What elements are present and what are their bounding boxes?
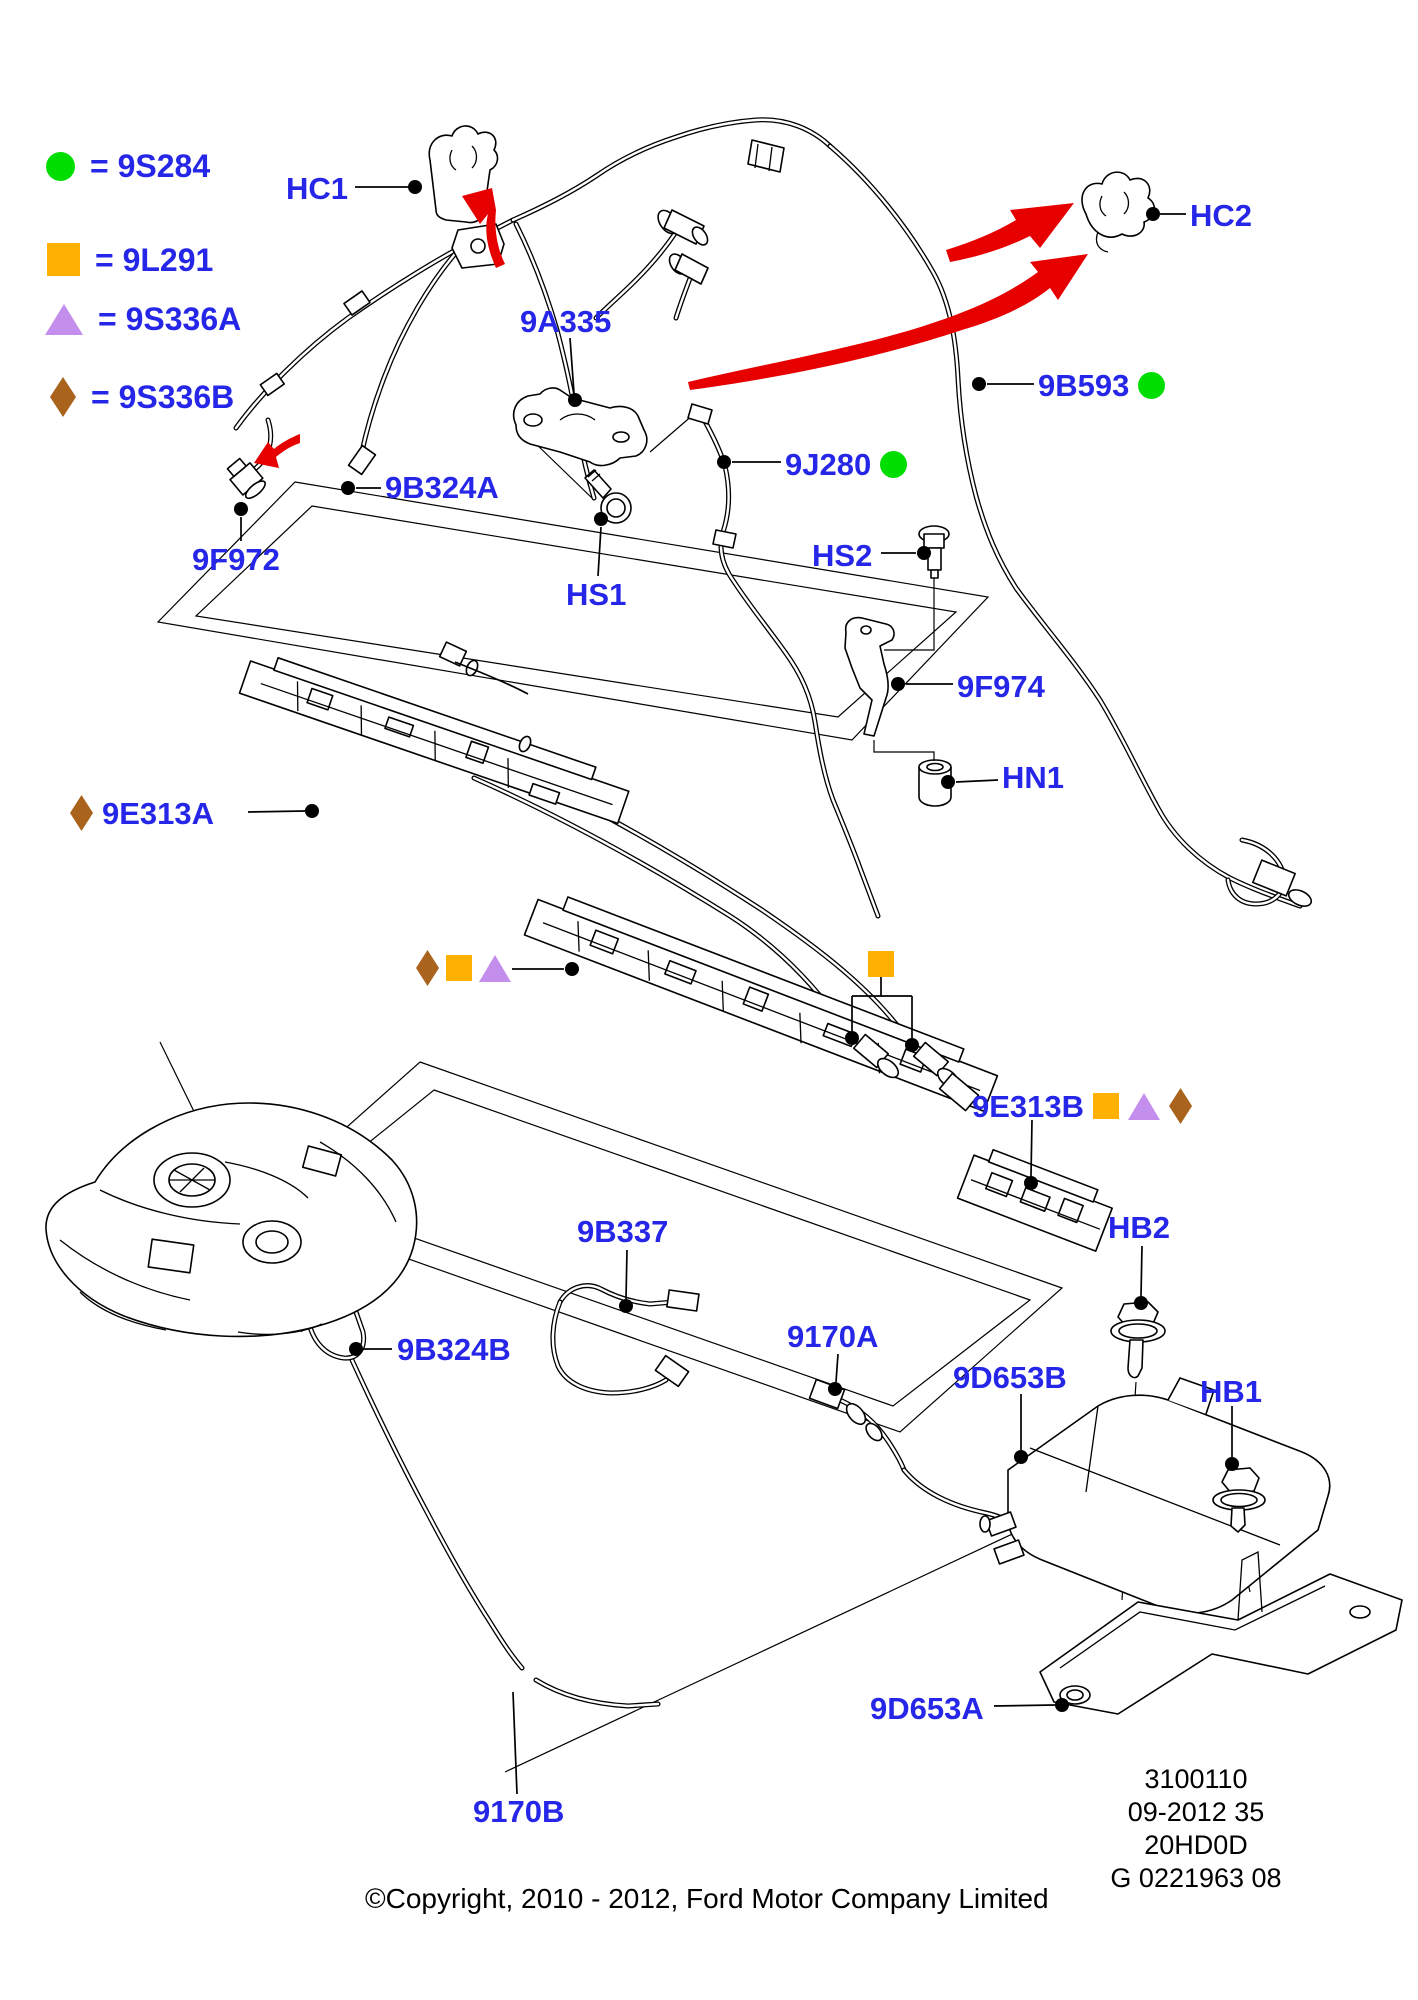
hc1-arrow: [462, 188, 505, 268]
callout-text: 9D653A: [870, 1691, 984, 1726]
callout-9170b: 9170B: [473, 1796, 564, 1827]
stamp-line: 3100110: [1144, 1764, 1248, 1794]
callout-9j280: 9J280: [785, 447, 908, 482]
orange-square-icon: [1093, 1093, 1120, 1119]
cowl-panel-outline-upper: [156, 481, 990, 741]
hb1-bolt-part: [1212, 1467, 1266, 1533]
callout-9170a: 9170A: [787, 1321, 878, 1352]
fuel-tank: [45, 1102, 418, 1338]
f972-sensor-part: [226, 457, 266, 500]
callout-text: HN1: [1002, 760, 1065, 795]
callout-text: 9E313A: [102, 795, 215, 831]
leader-lines: [240, 186, 1233, 1795]
callout-9e313a: 9E313A: [70, 795, 214, 831]
callout-text: 9F974: [957, 669, 1045, 704]
purple-triangle-icon: [1128, 1092, 1161, 1120]
callout-hs2: HS2: [812, 540, 872, 571]
hose-end-fittings: [852, 1033, 980, 1112]
drawing-stamp: 3100110 09-2012 35 20HD0D G 0221963 08: [1086, 1763, 1306, 1895]
f974-bracket-part: [844, 616, 895, 737]
callout-hn1: HN1: [1002, 762, 1064, 793]
stamp-line: G 0221963 08: [1110, 1863, 1282, 1893]
callout-9b324a: 9B324A: [385, 472, 499, 503]
green-circle-icon: [46, 151, 75, 181]
callout-9b337: 9B337: [577, 1216, 668, 1247]
legend-row-9s336b: = 9S336B: [50, 377, 234, 417]
callout-hb1: HB1: [1200, 1376, 1262, 1407]
callout-9a335: 9A335: [520, 306, 611, 337]
orange-square-icon: [868, 951, 894, 977]
callout-text: HS1: [566, 577, 627, 612]
orange-square-icon: [446, 955, 472, 981]
callout-9f972: 9F972: [192, 544, 280, 575]
purple-triangle-icon: [479, 954, 511, 982]
brown-diamond-icon: [416, 950, 439, 986]
hs1-screw-part: [584, 469, 632, 524]
small-pipe-pieces: [438, 641, 532, 753]
pipe-clips-and-connectors: [259, 139, 1313, 1388]
callout-9e313b: 9E313B: [972, 1088, 1193, 1124]
green-circle-icon: [1138, 372, 1166, 399]
callout-text: 9170B: [473, 1794, 565, 1829]
brown-diamond-icon: [70, 795, 93, 831]
purple-triangle-icon: [45, 303, 83, 335]
brown-diamond-icon: [1169, 1088, 1193, 1124]
callout-text: HS2: [812, 538, 873, 573]
hs2-screw-part: [918, 525, 950, 579]
callout-text: 9A335: [520, 304, 612, 339]
callout-text: HB2: [1108, 1210, 1171, 1245]
orange-square-icon: [47, 243, 80, 276]
callout-9b324b: 9B324B: [397, 1334, 511, 1365]
hc2-clip-part: [1081, 171, 1156, 253]
callout-text: 9F972: [192, 542, 280, 577]
callout-9b593: 9B593: [1038, 368, 1166, 403]
callout-hs1: HS1: [566, 579, 626, 610]
callout-hb2: HB2: [1108, 1212, 1170, 1243]
callout-text: 9B324B: [397, 1332, 511, 1367]
leader-dots: [234, 180, 1239, 1712]
legend-text: = 9S336A: [98, 301, 242, 337]
copyright-notice: ©Copyright, 2010 - 2012, Ford Motor Comp…: [365, 1883, 1049, 1914]
callout-9f974: 9F974: [957, 671, 1045, 702]
legend-row-9l291: = 9L291: [47, 243, 213, 276]
hc2-long-arrow: [688, 254, 1088, 390]
cowl-rail-small: [956, 1148, 1113, 1252]
canister-bracket: [1039, 1550, 1403, 1715]
callout-text: HC2: [1190, 198, 1253, 233]
legend-text: = 9L291: [95, 241, 214, 278]
callout-hc2: HC2: [1190, 200, 1252, 231]
callout-text: 9E313B: [972, 1088, 1085, 1124]
callout-text: 9B593: [1038, 368, 1130, 403]
callout-9d653a: 9D653A: [870, 1693, 984, 1724]
legend-row-9s336a: = 9S336A: [45, 303, 241, 335]
legend-text: = 9S284: [90, 148, 211, 184]
symbol-row-mid: [416, 950, 511, 986]
red-arrows: [254, 188, 1088, 468]
a335-bracket-part: [512, 387, 648, 467]
callout-text: 9J280: [785, 447, 872, 482]
hc2-short-arrow: [946, 203, 1074, 262]
stamp-line: 20HD0D: [1144, 1830, 1248, 1860]
green-circle-icon: [880, 451, 908, 478]
callout-9d653b: 9D653B: [953, 1362, 1067, 1393]
callout-text: 9170A: [787, 1319, 879, 1354]
pipe-9170a-fitting: [808, 1378, 883, 1442]
callout-hc1: HC1: [286, 173, 348, 204]
callout-text: 9D653B: [953, 1360, 1067, 1395]
legend-text: = 9S336B: [91, 379, 235, 415]
f972-arrow: [254, 434, 300, 468]
hb2-bolt-part: [1110, 1301, 1166, 1379]
legend-row-9s284: = 9S284: [46, 150, 210, 182]
carbon-canister: [979, 1377, 1331, 1614]
callout-text: HC1: [286, 171, 349, 206]
cowl-rail-upper: [238, 657, 630, 825]
cowl-rail-center: [523, 896, 999, 1113]
callout-text: 9B324A: [385, 470, 499, 505]
callout-text: 9B337: [577, 1214, 669, 1249]
hn1-nut-part: [918, 759, 952, 807]
brown-diamond-icon: [50, 377, 76, 417]
stamp-line: 09-2012 35: [1127, 1797, 1265, 1827]
callout-text: HB1: [1200, 1374, 1263, 1409]
